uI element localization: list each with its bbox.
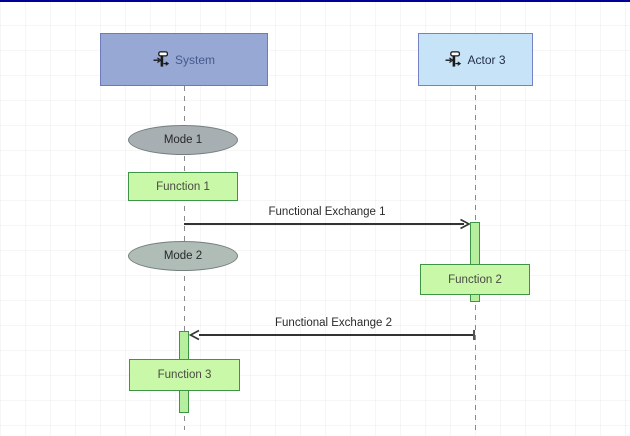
function-2[interactable]: Function 2 <box>420 264 530 295</box>
component-icon <box>445 51 462 67</box>
execution-bar-actor3[interactable] <box>470 222 480 302</box>
function-label: Function 3 <box>157 369 212 381</box>
lifeline-header-label: System <box>174 52 215 67</box>
lifeline-header-system[interactable]: System <box>100 33 268 86</box>
function-label: Function 2 <box>448 273 502 286</box>
exchange-line <box>184 223 464 225</box>
function-3[interactable]: Function 3 <box>129 359 240 391</box>
lifeline-header-label: Actor 3 <box>467 52 506 67</box>
mode-label: Mode 2 <box>163 250 203 262</box>
exchange-tail-tick <box>473 330 475 340</box>
exchange-line <box>199 334 474 336</box>
arrowhead-right-icon <box>460 218 471 230</box>
lifeline-header-actor3[interactable]: Actor 3 <box>418 33 533 86</box>
function-label: Function 1 <box>156 180 210 193</box>
component-icon <box>153 51 170 67</box>
function-1[interactable]: Function 1 <box>128 172 238 201</box>
state-mode-2[interactable]: Mode 2 <box>128 241 238 271</box>
arrowhead-left-icon <box>189 329 200 341</box>
state-mode-1[interactable]: Mode 1 <box>128 125 238 155</box>
window-top-border <box>0 0 630 2</box>
exchange-label: Functional Exchange 1 <box>268 206 386 218</box>
exchange-label: Functional Exchange 2 <box>275 317 392 329</box>
mode-label: Mode 1 <box>163 134 203 146</box>
